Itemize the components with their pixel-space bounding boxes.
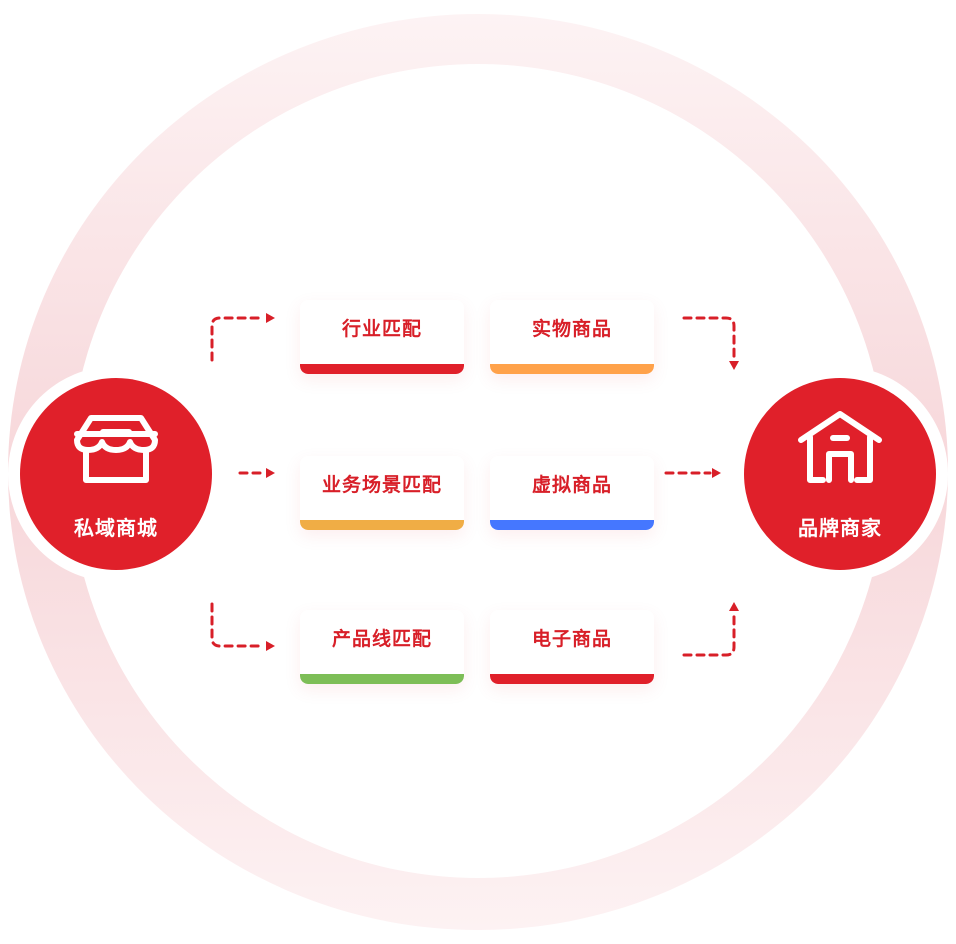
card-label: 电子商品 xyxy=(531,628,612,650)
card-electronic-goods: 电子商品 xyxy=(490,610,654,684)
arrow-to-industry-match xyxy=(210,316,266,362)
storefront-icon xyxy=(74,415,158,483)
card-industry-match: 行业匹配 xyxy=(300,300,464,374)
card-virtual-goods: 虚拟商品 xyxy=(490,456,654,530)
arrow-from-physical-goods xyxy=(682,316,736,362)
arrowhead xyxy=(266,641,275,651)
card-accent-bar xyxy=(490,674,654,684)
house-icon xyxy=(798,411,882,483)
arrowhead xyxy=(266,313,275,323)
card-label: 虚拟商品 xyxy=(531,474,612,496)
card-accent-bar xyxy=(300,674,464,684)
card-scenario-match: 业务场景匹配 xyxy=(300,456,464,530)
card-accent-bar xyxy=(300,520,464,530)
target-node-label: 品牌商家 xyxy=(798,516,882,540)
card-label: 业务场景匹配 xyxy=(321,474,442,496)
card-accent-bar xyxy=(490,364,654,374)
source-node-label: 私域商城 xyxy=(74,516,158,540)
card-product-line-match: 产品线匹配 xyxy=(300,610,464,684)
arrowhead xyxy=(266,468,275,478)
arrow-to-product-line-match xyxy=(210,602,266,648)
card-accent-bar xyxy=(490,520,654,530)
card-label: 行业匹配 xyxy=(341,318,422,340)
target-node: 品牌商家 xyxy=(744,378,936,570)
card-physical-goods: 实物商品 xyxy=(490,300,654,374)
card-label: 产品线匹配 xyxy=(331,628,432,650)
arrowhead xyxy=(712,468,721,478)
arrow-from-electronic-goods xyxy=(682,610,736,657)
card-label: 实物商品 xyxy=(531,318,612,340)
arrowhead xyxy=(729,602,739,611)
arrowhead xyxy=(729,361,739,370)
source-node: 私域商城 xyxy=(20,378,212,570)
card-accent-bar xyxy=(300,364,464,374)
